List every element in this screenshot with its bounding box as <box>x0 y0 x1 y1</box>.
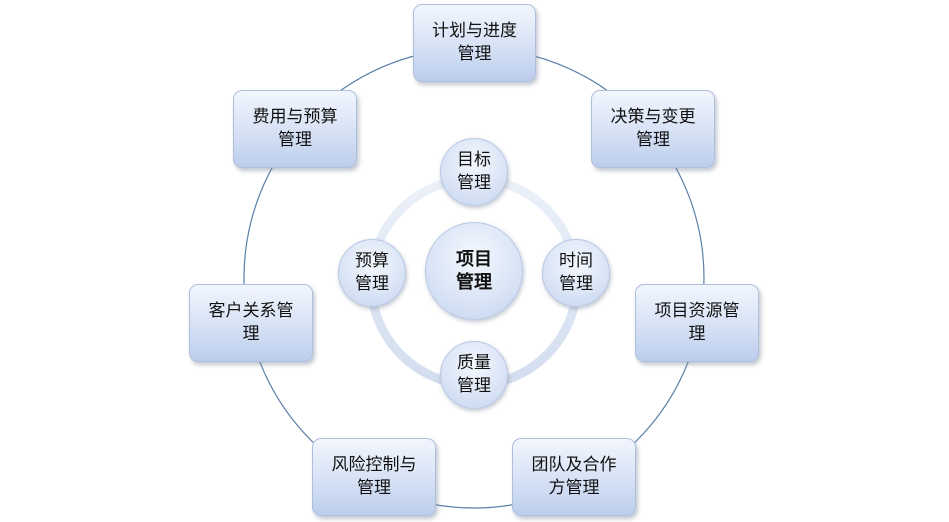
outer-node-resource: 项目资源管 理 <box>635 284 759 362</box>
outer-node-plan: 计划与进度 管理 <box>413 4 536 82</box>
center-node: 项目 管理 <box>425 222 523 320</box>
outer-node-customer: 客户关系管 理 <box>189 284 313 362</box>
outer-node-risk: 风险控制与 管理 <box>312 438 436 516</box>
outer-node-team: 团队及合作 方管理 <box>512 438 636 516</box>
inner-node-budget: 预算 管理 <box>338 239 406 307</box>
inner-node-quality: 质量 管理 <box>440 341 508 409</box>
outer-node-decision: 决策与变更 管理 <box>591 90 715 168</box>
inner-node-goal: 目标 管理 <box>440 138 508 206</box>
outer-node-cost: 费用与预算 管理 <box>233 90 357 168</box>
inner-node-time: 时间 管理 <box>542 239 610 307</box>
